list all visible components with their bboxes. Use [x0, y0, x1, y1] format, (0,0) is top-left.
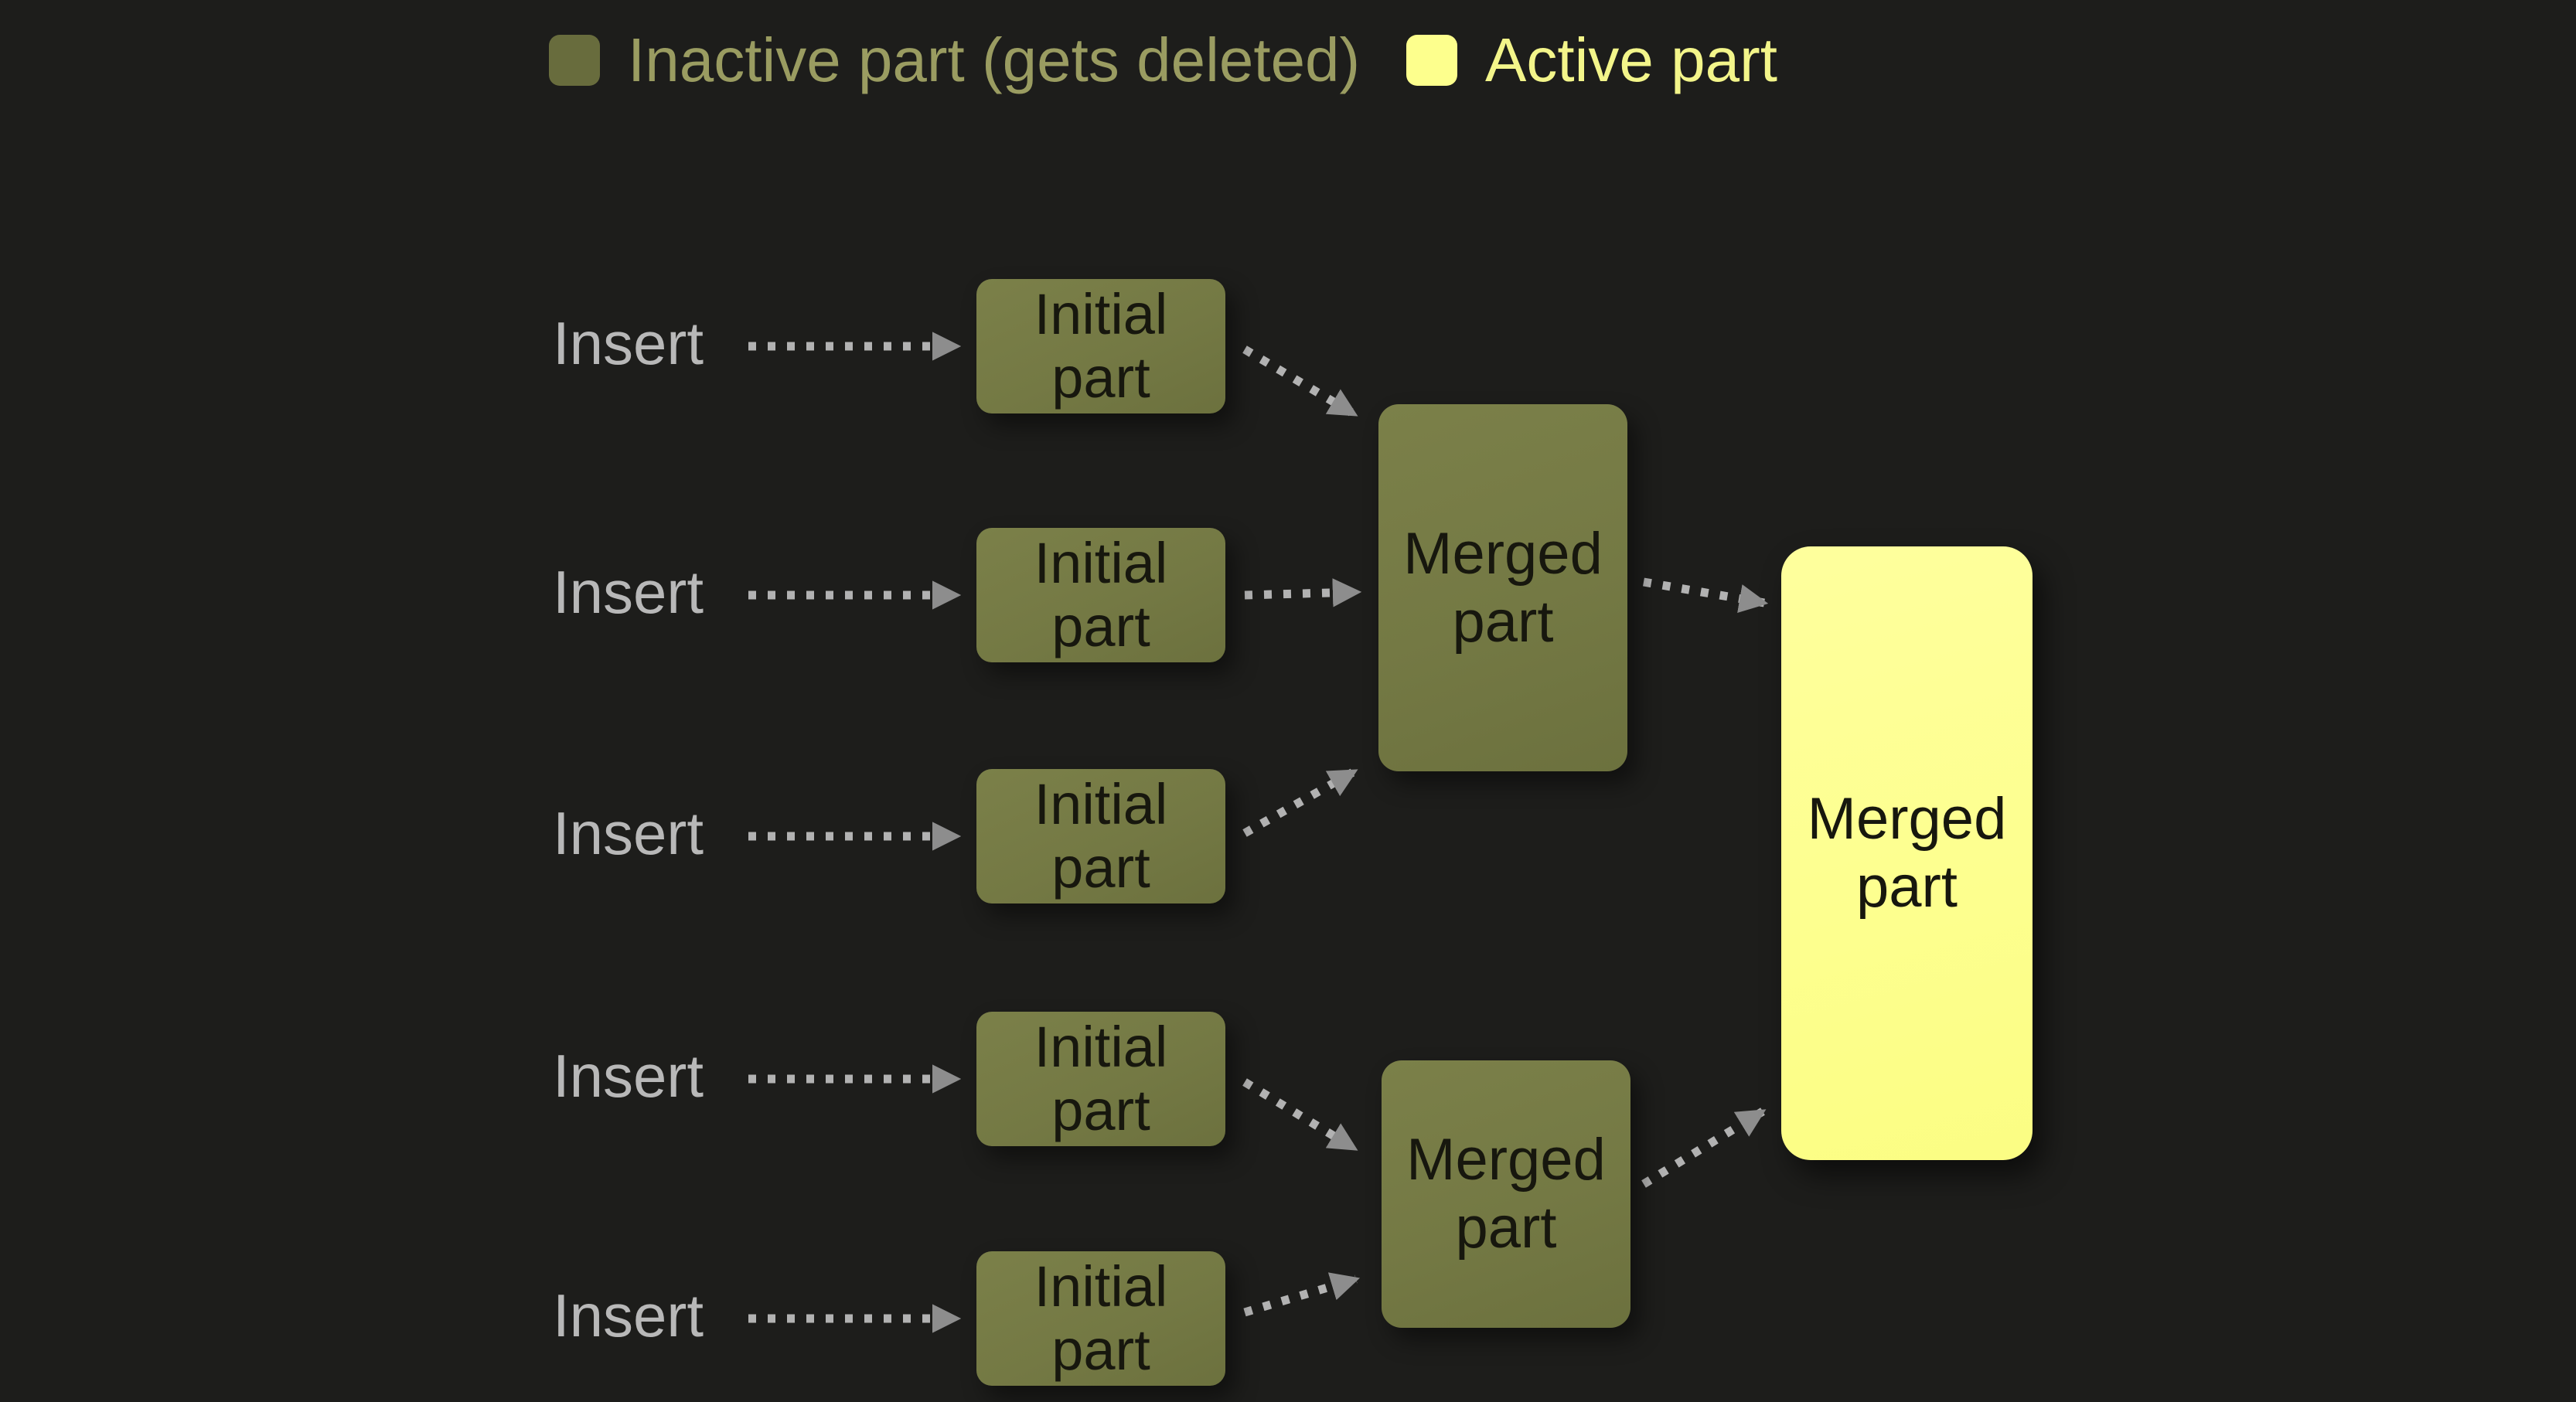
initial-part-label-line2: part [1051, 835, 1150, 900]
arrow-merged1-to-active [1643, 577, 1769, 613]
initial-part-label-line1: Initial [1034, 1254, 1168, 1319]
legend-item-active: Active part [1406, 26, 1777, 94]
legend-label-inactive: Inactive part (gets deleted) [628, 26, 1361, 94]
merged-part-box-2: Merged part [1382, 1060, 1630, 1328]
insert-label-1: Insert [553, 308, 704, 377]
initial-part-label-line1: Initial [1034, 282, 1168, 346]
merged-part-label-line1: Merged [1406, 1127, 1606, 1193]
insert-label-2: Insert [553, 557, 704, 626]
merged-part-box-1: Merged part [1378, 404, 1627, 771]
initial-part-box-5: Initial part [976, 1251, 1225, 1386]
active-merged-part-label-line2: part [1856, 854, 1958, 920]
initial-part-box-2: Initial part [976, 528, 1225, 662]
initial-part-box-3: Initial part [976, 769, 1225, 903]
arrow-merged2-to-active [1641, 1108, 1767, 1188]
active-part-swatch-icon [1406, 35, 1457, 86]
insert-label-4: Insert [553, 1041, 704, 1110]
arrow-initial5-to-merged2 [1243, 1272, 1361, 1317]
arrow-initial3-to-merged1 [1242, 767, 1358, 837]
inactive-part-swatch-icon [549, 35, 600, 86]
arrow-initial1-to-merged1 [1242, 345, 1358, 418]
initial-part-label-line1: Initial [1034, 531, 1168, 595]
merged-part-label-line2: part [1452, 588, 1554, 655]
active-merged-part-box: Merged part [1781, 546, 2033, 1160]
initial-part-label-line1: Initial [1034, 1015, 1168, 1079]
initial-part-label-line2: part [1051, 594, 1150, 658]
arrow-initial4-to-merged2 [1242, 1078, 1358, 1152]
merged-part-label-line2: part [1455, 1195, 1557, 1261]
arrow-initial2-to-merged1 [1244, 578, 1362, 607]
initial-part-box-1: Initial part [976, 279, 1225, 413]
insert-label-5: Insert [553, 1281, 704, 1349]
initial-part-label-line2: part [1051, 345, 1150, 410]
initial-part-box-4: Initial part [976, 1012, 1225, 1146]
initial-part-label-line2: part [1051, 1318, 1150, 1382]
legend-item-inactive: Inactive part (gets deleted) [549, 26, 1361, 94]
legend-label-active: Active part [1485, 26, 1777, 94]
merged-part-label-line1: Merged [1403, 520, 1603, 587]
active-merged-part-label-line1: Merged [1807, 786, 2007, 852]
initial-part-label-line1: Initial [1034, 772, 1168, 836]
insert-label-3: Insert [553, 798, 704, 867]
initial-part-label-line2: part [1051, 1078, 1150, 1142]
